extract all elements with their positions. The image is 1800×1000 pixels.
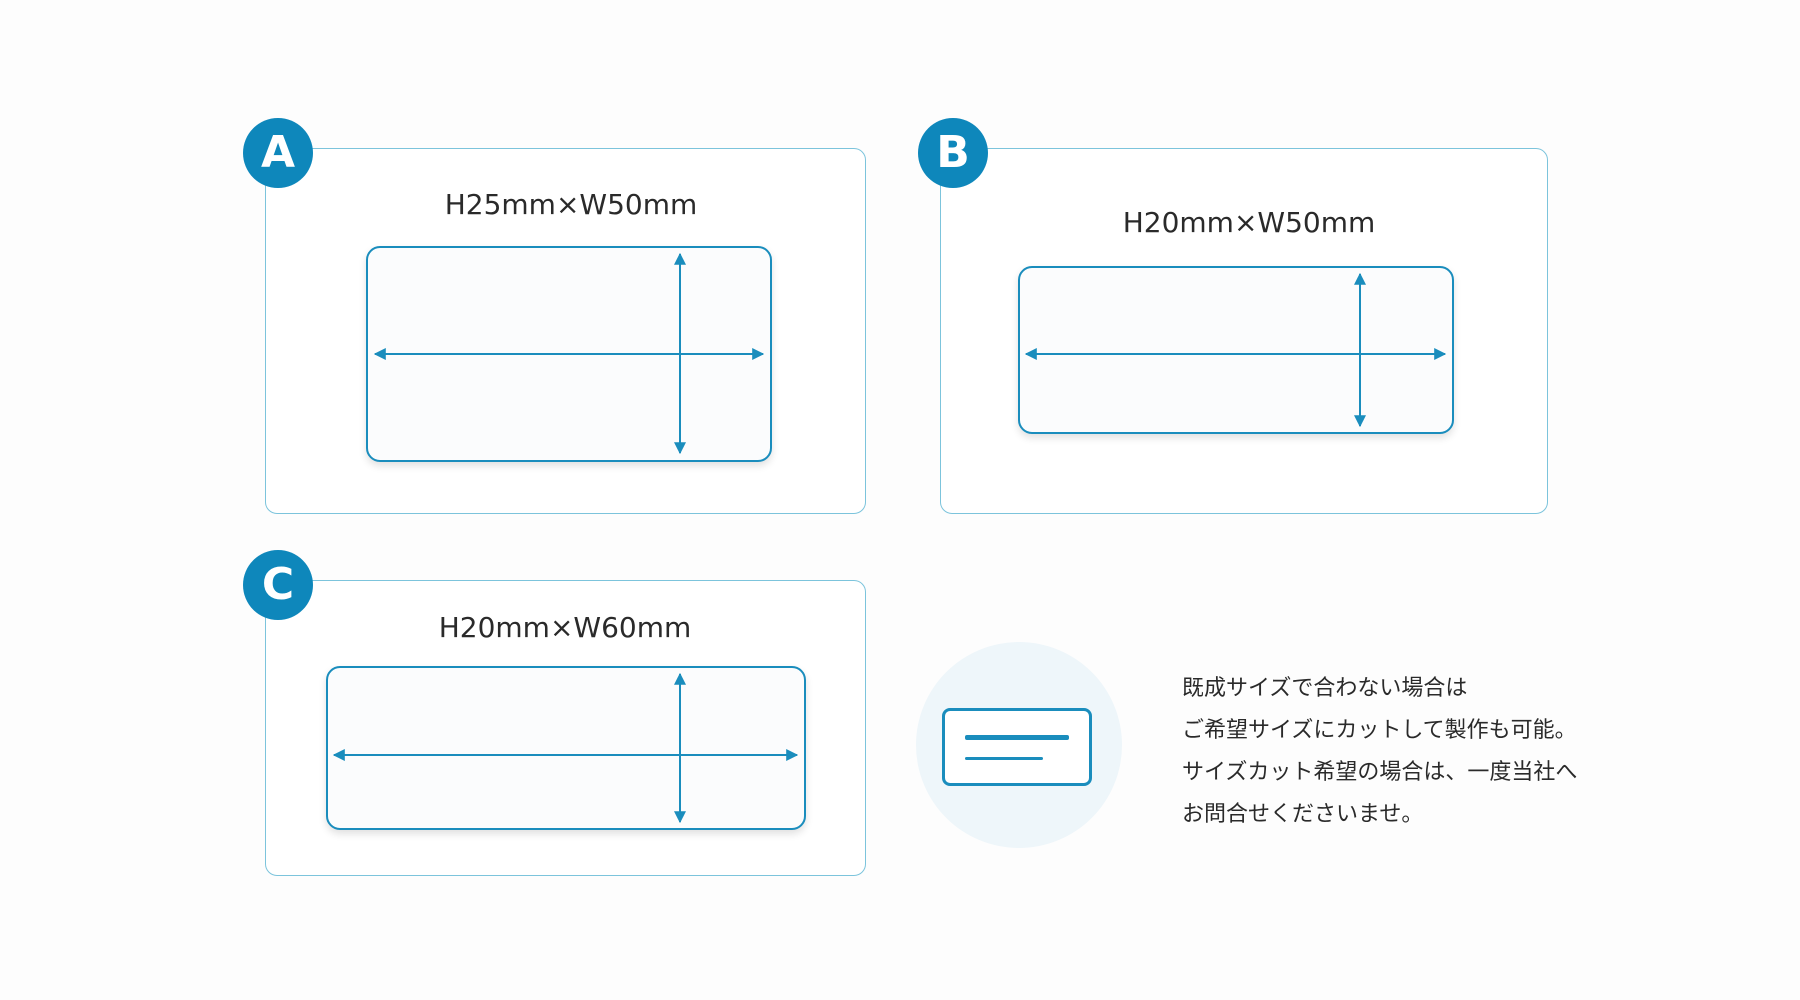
badge-c: C [243, 550, 313, 620]
note-line-2: ご希望サイズにカットして製作も可能。 [1182, 718, 1577, 743]
sticker-shape-b [1018, 266, 1454, 434]
badge-a: A [243, 118, 313, 188]
note-line-4: お問合せくださいませ。 [1182, 802, 1424, 827]
dimension-label-a: H25mm×W50mm [444, 188, 698, 221]
label-card-icon [942, 708, 1092, 786]
note-line-1: 既成サイズで合わない場合は [1182, 676, 1468, 701]
sticker-shape-c [326, 666, 806, 830]
sticker-shape-a [366, 246, 772, 462]
note-line-3: サイズカット希望の場合は、一度当社へ [1182, 760, 1578, 785]
dimension-label-c: H20mm×W60mm [438, 611, 692, 644]
dimension-label-b: H20mm×W50mm [1122, 206, 1376, 239]
custom-size-note: 既成サイズで合わない場合は ご希望サイズにカットして製作も可能。 サイズカット希… [1182, 668, 1742, 836]
badge-b: B [918, 118, 988, 188]
